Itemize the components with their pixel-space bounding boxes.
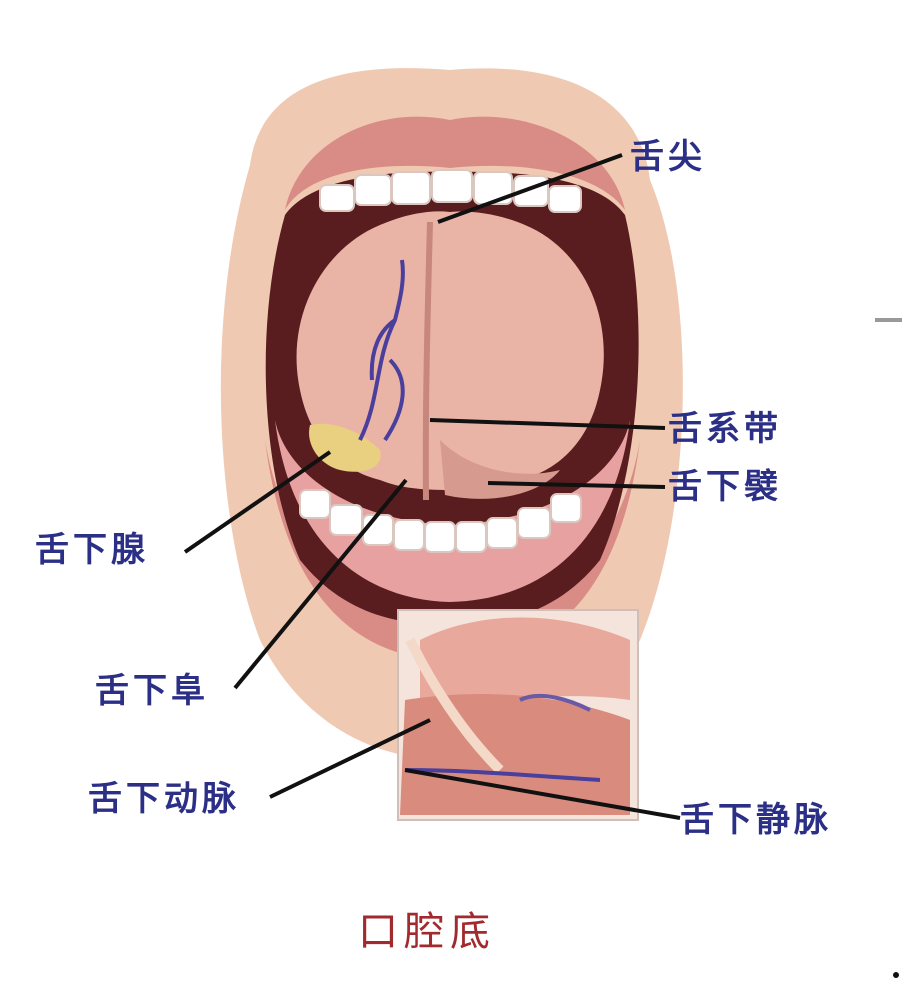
label-sublingual-caruncle: 舌下阜 xyxy=(95,671,209,711)
label-sublingual-gland: 舌下腺 xyxy=(35,530,149,570)
leader-sublingual-gland xyxy=(183,450,332,554)
leader-frenulum xyxy=(429,418,666,430)
sublingual-gland-shape xyxy=(309,423,381,472)
label-sublingual-fold: 舌下襞 xyxy=(668,467,782,507)
tongue xyxy=(296,211,604,490)
tongue-frenulum xyxy=(422,221,433,501)
upper-lip xyxy=(285,116,625,210)
leader-tongue-tip xyxy=(437,153,623,224)
lower-teeth xyxy=(299,489,582,553)
leader-lines xyxy=(183,153,681,820)
lower-gum xyxy=(275,420,630,602)
label-sublingual-artery: 舌下动脉 xyxy=(88,779,240,819)
upper-teeth xyxy=(319,169,582,213)
leader-sublingual-caruncle xyxy=(233,478,408,690)
inset-cross-section xyxy=(397,609,639,821)
leader-sublingual-fold xyxy=(487,481,666,489)
figure-caption: 口腔底 xyxy=(358,909,496,955)
leader-sublingual-artery xyxy=(269,718,431,799)
sublingual-veins xyxy=(358,259,405,442)
label-tongue-tip: 舌尖 xyxy=(630,137,706,177)
leader-sublingual-vein xyxy=(404,768,681,820)
label-frenulum: 舌系带 xyxy=(668,409,782,449)
label-sublingual-vein: 舌下静脉 xyxy=(680,800,832,840)
corner-dot xyxy=(893,972,899,978)
